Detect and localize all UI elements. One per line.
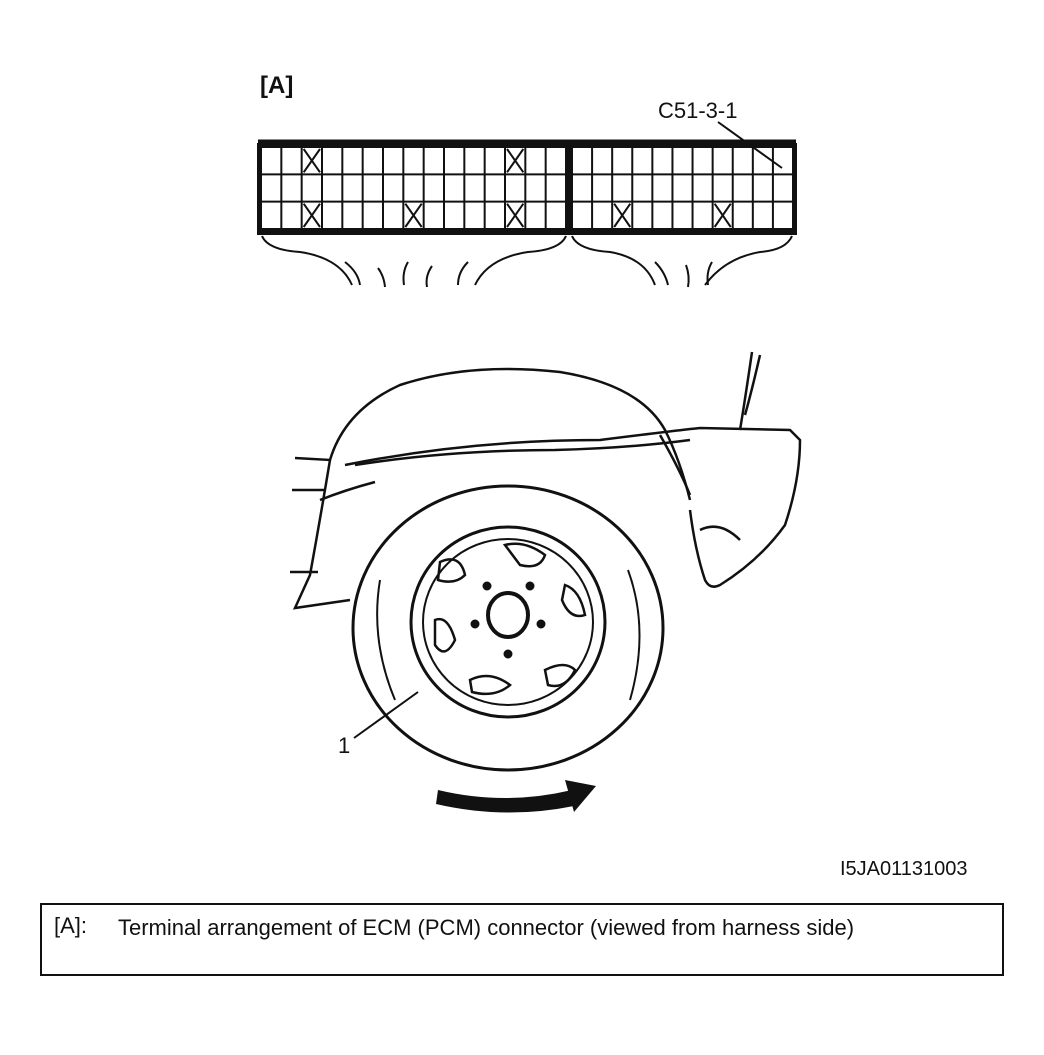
rotation-arrow [436,780,596,813]
unused-terminal-marks [302,148,732,228]
caption-key: [A]: [54,913,88,938]
figure-id: I5JA01131003 [840,858,968,880]
view-marker-label: [A] [260,72,294,99]
caption-box: [A]: Terminal arrangement of ECM (PCM) c… [40,903,1004,976]
caption-text: Terminal arrangement of ECM (PCM) connec… [118,915,855,940]
rim-inner [422,538,594,706]
wheel-callout-line [353,691,419,739]
callout-number-1: 1 [338,733,351,758]
connector-right-half [568,143,797,235]
connector-left-half [257,143,570,235]
terminal-callout-line [717,121,783,169]
terminal-id-label: C51-3-1 [658,98,738,123]
vehicle-fender [290,351,802,610]
wire-harness [261,235,793,288]
rim-outer [409,525,607,719]
ecm-connector [257,139,797,235]
tire-outer [351,484,665,772]
hub [486,591,530,639]
terminal-grid [260,146,794,230]
front-wheel [351,484,665,772]
